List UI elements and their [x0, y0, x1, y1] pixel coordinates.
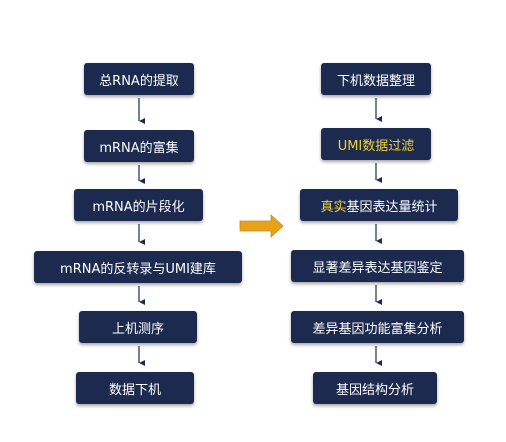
- step-label: 显著差异表达基因鉴定: [312, 260, 443, 276]
- step-umi-filtering: UMI数据过滤: [321, 128, 431, 160]
- step-label: mRNA的反转录与UMI建库: [60, 261, 216, 277]
- step-label-rest: 基因表达量统计: [346, 199, 438, 215]
- step-label: 基因结构分析: [335, 382, 414, 398]
- step-enrichment-analysis: 差异基因功能富集分析: [291, 311, 464, 343]
- step-label: 真实基因表达量统计: [320, 196, 437, 215]
- step-rna-extraction: 总RNA的提取: [84, 63, 194, 95]
- step-mrna-enrichment: mRNA的富集: [84, 130, 194, 162]
- step-gene-expression-quantification: 真实基因表达量统计: [300, 189, 458, 221]
- step-label-highlight: 真实: [320, 199, 347, 215]
- step-label: 总RNA的提取: [99, 73, 179, 89]
- step-label: 上机测序: [111, 321, 164, 337]
- step-label-highlight: UMI数据过滤: [337, 138, 415, 154]
- step-gene-structure-analysis: 基因结构分析: [313, 372, 437, 404]
- step-data-organization: 下机数据整理: [321, 63, 431, 95]
- step-mrna-fragmentation: mRNA的片段化: [74, 189, 203, 221]
- connector-arrow-icon: [239, 214, 284, 238]
- step-label: 下机数据整理: [336, 73, 415, 89]
- step-data-output: 数据下机: [76, 372, 194, 404]
- step-sequencing: 上机测序: [79, 311, 197, 343]
- step-reverse-transcription-umi-library: mRNA的反转录与UMI建库: [34, 251, 242, 283]
- step-label: mRNA的片段化: [92, 199, 185, 215]
- step-label: 数据下机: [108, 382, 161, 398]
- step-label: mRNA的富集: [99, 140, 179, 156]
- step-deg-identification: 显著差异表达基因鉴定: [291, 250, 464, 282]
- step-label: 差异基因功能富集分析: [312, 321, 443, 337]
